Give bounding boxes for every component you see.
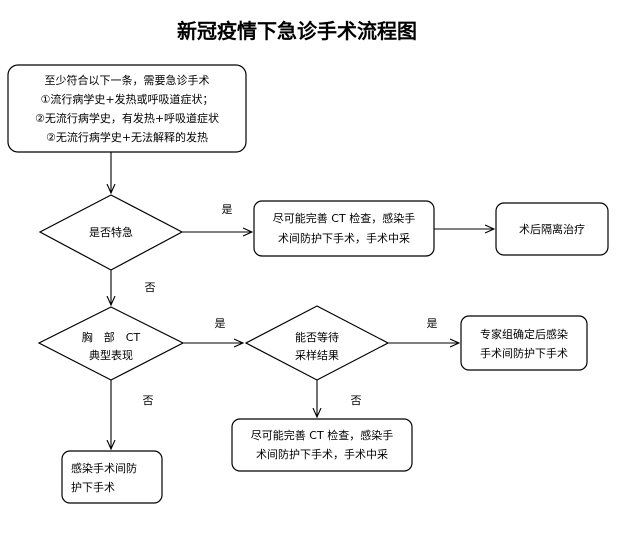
box-ct-no-line-2: 护下手术 [71,480,115,494]
start-box-line-1: 至少符合以下一条，需要急诊手术 [45,73,210,87]
box-wait-no-line-1: 尽可能完善 CT 检查，感染手 [251,428,393,442]
box-expert: 专家组确定后感染 手术间防护下手术 [460,315,588,371]
decision-ct: 胸 部 CT 典型表现 [37,306,185,381]
edge-label-wait-no: 否 [351,394,362,407]
box-post-op: 术后隔离治疗 [495,202,609,256]
edge-label-urgent-no: 否 [145,281,156,294]
box-expert-line-2: 手术间防护下手术 [480,346,568,360]
box-urgent-yes-line-2: 术间防护下手术，手术中采 [278,231,410,245]
box-ct-no: 感染手术间防 护下手术 [61,450,163,504]
box-expert-line-1: 专家组确定后感染 [480,327,568,341]
decision-wait-line-1: 能否等待 [295,330,339,344]
box-urgent-yes: 尽可能完善 CT 检查，感染手 术间防护下手术，手术中采 [253,200,435,257]
decision-wait: 能否等待 采样结果 [244,305,390,381]
start-box-line-2: ①流行病学史+发热或呼吸道症状； [40,92,213,106]
decision-ct-line-1: 胸 部 CT [82,330,141,344]
box-wait-no-line-2: 术间防护下手术，手术中采 [256,447,388,461]
edge-label-ct-no: 否 [143,394,154,407]
decision-ct-line-2: 典型表现 [89,348,133,362]
edge-label-urgent-yes: 是 [222,203,233,216]
edge-label-wait-yes: 是 [427,317,438,330]
box-urgent-yes-line-1: 尽可能完善 CT 检查，感染手 [273,211,415,225]
decision-urgent: 是否特急 [38,194,184,271]
decision-wait-line-2: 采样结果 [295,348,339,362]
start-box-line-3: ②无流行病学史，有发热+呼吸道症状 [35,111,219,125]
start-box: 至少符合以下一条，需要急诊手术 ①流行病学史+发热或呼吸道症状； ②无流行病学史… [7,64,247,153]
decision-urgent-label: 是否特急 [89,225,133,239]
box-post-op-label: 术后隔离治疗 [519,222,585,236]
start-box-line-4: ②无流行病学史+无法解释的发热 [46,130,208,144]
box-ct-no-line-1: 感染手术间防 [71,461,137,475]
box-wait-no: 尽可能完善 CT 检查，感染手 术间防护下手术，手术中采 [231,418,413,472]
page-title: 新冠疫情下急诊手术流程图 [177,19,417,43]
edge-label-ct-yes: 是 [215,317,226,330]
